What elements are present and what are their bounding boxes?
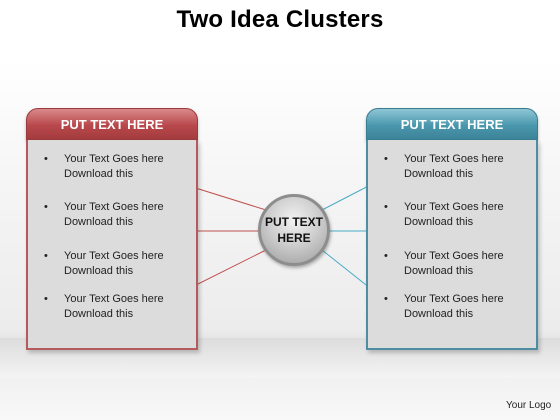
bullet-dot: • <box>44 153 48 165</box>
bullet-line-2: Download this <box>64 265 134 277</box>
bullet-line-1: Your Text Goes here <box>64 250 164 262</box>
bullet-dot: • <box>44 201 48 213</box>
page-title: Two Idea Clusters <box>176 6 384 33</box>
bullet-line-1: Your Text Goes here <box>64 293 164 305</box>
bullet-dot: • <box>384 250 388 262</box>
bullet-line-1: Your Text Goes here <box>404 201 504 213</box>
bullet-line-2: Download this <box>404 308 474 320</box>
center-hub-label: PUT TEXT HERE <box>261 214 327 246</box>
bullet-line-2: Download this <box>64 216 134 228</box>
center-line-1: PUT TEXT <box>264 215 323 229</box>
center-hub-circle: PUT TEXT HERE <box>258 194 330 266</box>
bullet-line-1: Your Text Goes here <box>64 201 164 213</box>
bullet-line-1: Your Text Goes here <box>404 250 504 262</box>
bullet-dot: • <box>384 293 388 305</box>
center-line-2: HERE <box>277 231 311 245</box>
bullet-dot: • <box>44 250 48 262</box>
bullet-line-2: Download this <box>404 265 474 277</box>
bullet-line-1: Your Text Goes here <box>404 153 504 165</box>
bullet-dot: • <box>384 201 388 213</box>
right-panel-header: PUT TEXT HERE <box>366 108 538 140</box>
bullet-line-1: Your Text Goes here <box>404 293 504 305</box>
left-panel-header: PUT TEXT HERE <box>26 108 198 140</box>
bullet-line-2: Download this <box>64 168 134 180</box>
bullet-dot: • <box>384 153 388 165</box>
bullet-line-2: Download this <box>404 216 474 228</box>
bullet-line-2: Download this <box>404 168 474 180</box>
bullet-line-1: Your Text Goes here <box>64 153 164 165</box>
logo-text: Your Logo <box>506 400 552 411</box>
bullet-line-2: Download this <box>64 308 134 320</box>
bullet-dot: • <box>44 293 48 305</box>
